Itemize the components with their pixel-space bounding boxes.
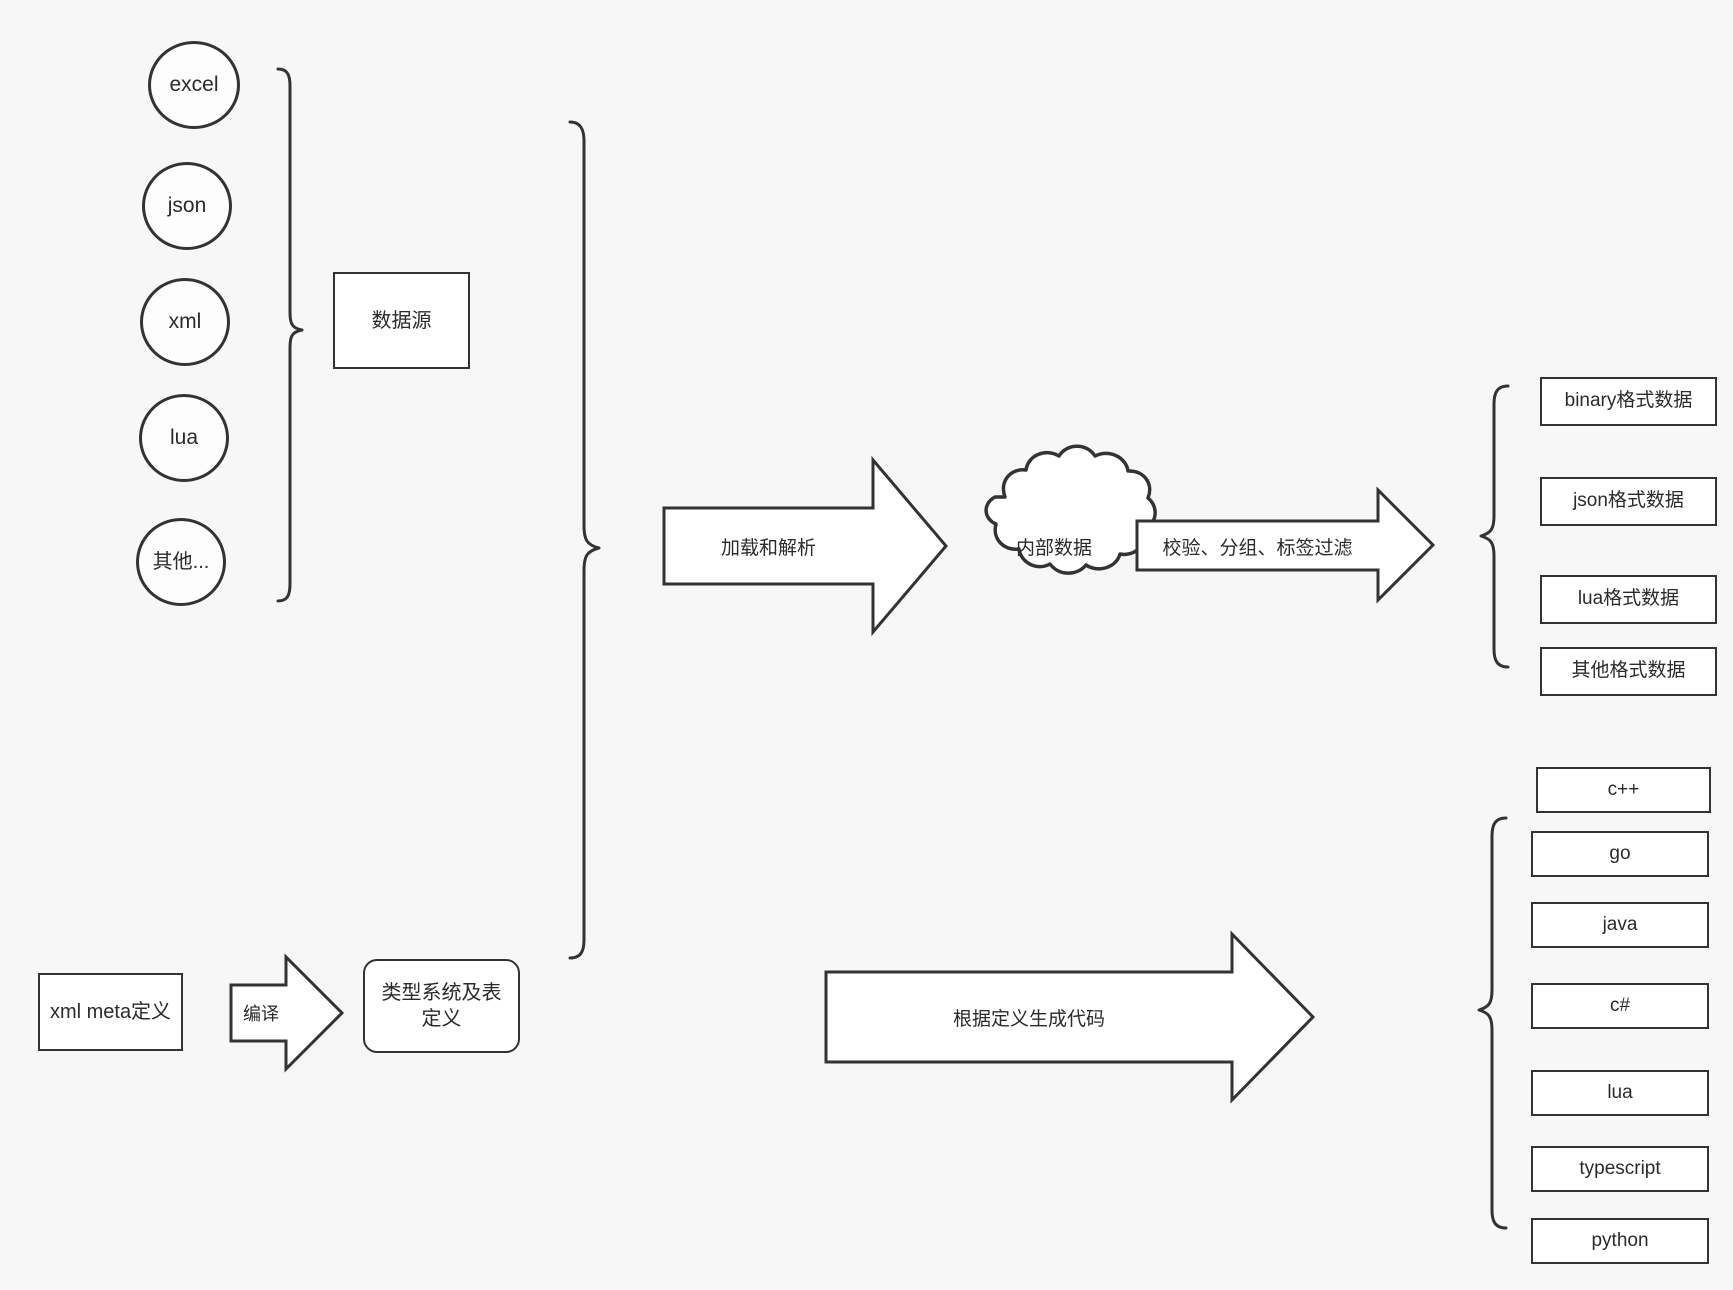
formats-brace [1479, 384, 1510, 669]
language-box-lua[interactable]: lua [1531, 1070, 1709, 1116]
source-label: xml [168, 310, 202, 334]
cloud-internal-data [984, 444, 1157, 575]
format-label: json格式数据 [1573, 490, 1684, 512]
language-label: typescript [1579, 1157, 1661, 1179]
language-label: go [1609, 842, 1631, 864]
source-ellipse-json[interactable]: json [142, 162, 232, 250]
language-box-go[interactable]: go [1531, 831, 1709, 877]
language-box-python[interactable]: python [1531, 1218, 1709, 1264]
input-group-brace [568, 120, 601, 960]
sources-brace [276, 67, 304, 603]
format-label: lua格式数据 [1577, 588, 1680, 610]
language-label: java [1602, 913, 1638, 935]
source-ellipse-other[interactable]: 其他... [136, 518, 226, 606]
language-label: c# [1609, 994, 1631, 1016]
source-label: excel [169, 73, 219, 97]
source-label: json [167, 194, 207, 218]
language-box-java[interactable]: java [1531, 902, 1709, 948]
type-system-box[interactable]: 类型系统及表定义 [363, 959, 520, 1053]
language-box-typescript[interactable]: typescript [1531, 1146, 1709, 1192]
arrow-validate-group-filter [1135, 486, 1436, 604]
type-system-label: 类型系统及表定义 [381, 982, 502, 1030]
source-label: lua [169, 426, 199, 450]
format-box-json[interactable]: json格式数据 [1540, 477, 1717, 526]
source-label: 其他... [152, 551, 210, 573]
arrow-generate-code [824, 930, 1316, 1104]
language-label: python [1591, 1229, 1649, 1251]
xml-meta-label: xml meta定义 [49, 1001, 172, 1023]
data-source-box[interactable]: 数据源 [333, 272, 470, 369]
language-box-csharp[interactable]: c# [1531, 983, 1709, 1029]
source-ellipse-excel[interactable]: excel [148, 41, 240, 129]
format-box-other[interactable]: 其他格式数据 [1540, 647, 1717, 696]
data-source-label: 数据源 [371, 309, 432, 332]
source-ellipse-lua[interactable]: lua [139, 394, 229, 482]
arrow-load-parse [662, 455, 948, 637]
format-label: binary格式数据 [1564, 390, 1693, 412]
language-label: c++ [1607, 778, 1640, 800]
language-box-cpp[interactable]: c++ [1536, 767, 1711, 813]
arrow-compile [229, 953, 345, 1073]
languages-brace [1477, 816, 1508, 1230]
language-label: lua [1607, 1081, 1633, 1103]
format-box-binary[interactable]: binary格式数据 [1540, 377, 1717, 426]
format-label: 其他格式数据 [1571, 660, 1686, 682]
xml-meta-definition-box[interactable]: xml meta定义 [38, 973, 183, 1051]
format-box-lua[interactable]: lua格式数据 [1540, 575, 1717, 624]
source-ellipse-xml[interactable]: xml [140, 278, 230, 366]
